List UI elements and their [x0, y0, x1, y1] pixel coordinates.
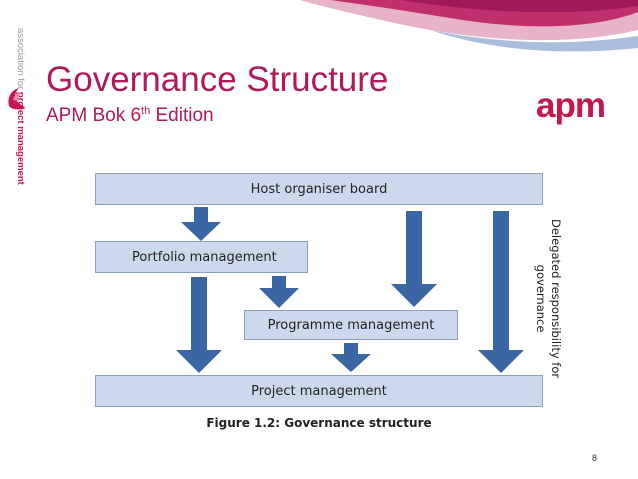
arrow-host-to-portfolio — [181, 207, 221, 241]
side-label-line1: Delegated responsibility for — [549, 219, 563, 379]
header-banner — [300, 0, 638, 52]
box-project-label: Project management — [251, 383, 387, 399]
arrow-programme-to-project — [331, 343, 371, 372]
apm-swoosh-icon — [8, 88, 25, 110]
slide-title: Governance Structure — [46, 60, 389, 99]
subtitle-tail: Edition — [150, 105, 214, 126]
box-programme-label: Programme management — [267, 317, 435, 333]
slide-subtitle: APM Bok 6th Edition — [46, 105, 214, 127]
page-number: 8 — [592, 453, 598, 463]
box-portfolio-management: Portfolio management — [95, 241, 308, 273]
arrow-portfolio-to-programme — [259, 276, 299, 308]
figure-caption: Figure 1.2: Governance structure — [206, 416, 432, 430]
arrow-host-to-project — [478, 211, 524, 373]
box-programme-management: Programme management — [244, 310, 458, 340]
side-label-line2: governance — [534, 264, 548, 333]
arrow-host-to-programme — [391, 211, 437, 307]
box-project-management: Project management — [95, 375, 543, 407]
apm-logo: apm — [536, 86, 606, 125]
box-portfolio-label: Portfolio management — [132, 249, 277, 265]
subtitle-main: APM Bok 6 — [46, 105, 142, 126]
subtitle-superscript: th — [141, 105, 151, 117]
arrow-portfolio-to-project — [176, 277, 222, 373]
box-host-organiser-board: Host organiser board — [95, 173, 543, 205]
box-host-label: Host organiser board — [250, 181, 388, 197]
delegated-responsibility-label: Delegated responsibility for governance — [525, 211, 565, 378]
